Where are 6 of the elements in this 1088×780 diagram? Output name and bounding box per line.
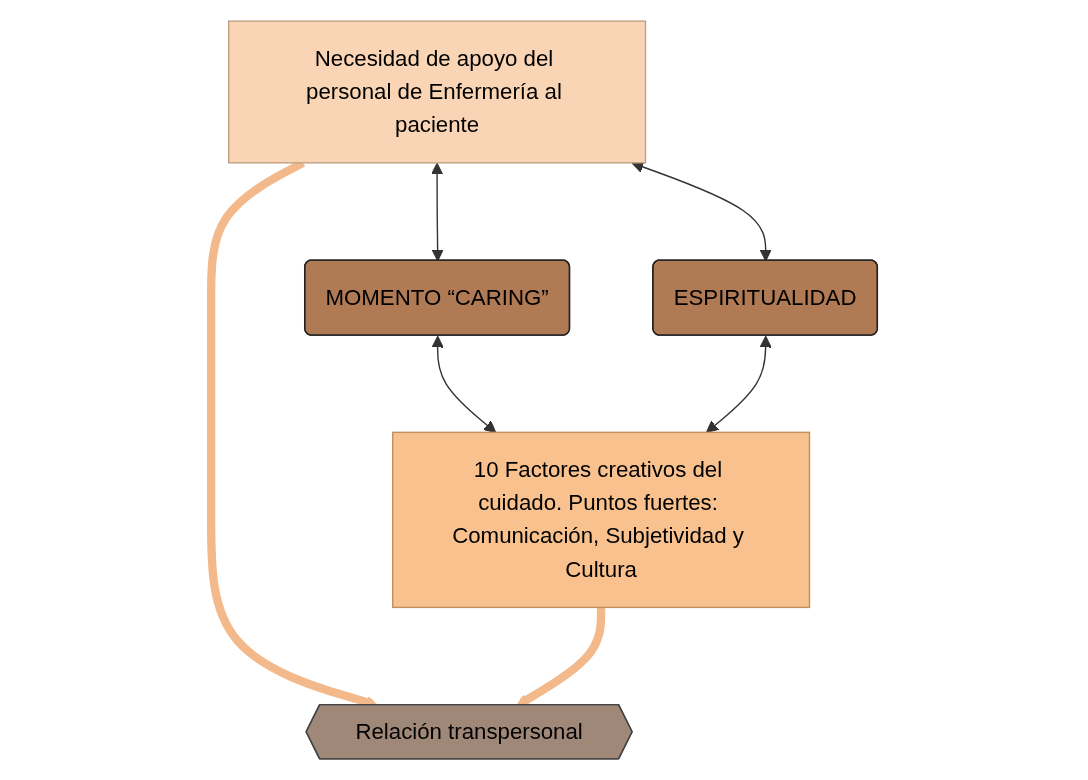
arrow xyxy=(631,161,772,262)
node-box: 10 Factores creativos del cuidado. Puntos fuertes: Comunicación, Subjetividad y Cultura xyxy=(391,431,810,609)
node-box: Necesidad de apoyo del personal de Enfermería al paciente xyxy=(227,20,646,164)
arrow xyxy=(431,335,496,433)
arrow xyxy=(705,335,772,433)
arrow xyxy=(430,162,444,262)
